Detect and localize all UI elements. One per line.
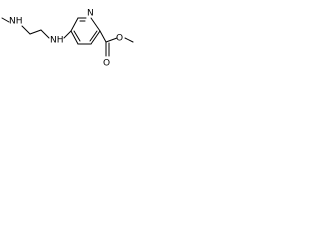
ester-group xyxy=(99,30,134,57)
ring-nitrogen-label: N xyxy=(87,9,94,19)
ring-bond-c5-c6 xyxy=(70,17,79,32)
ring-double-bond-inner-3 xyxy=(89,30,98,42)
ring-bond-n-c2 xyxy=(90,17,101,32)
bond-methyl-nh-ch3 xyxy=(1,17,10,23)
ester-oxygen-label: O xyxy=(116,34,123,44)
bond-carbonyl-c-o-single xyxy=(105,37,118,43)
ring-bond-c4-c5 xyxy=(70,30,79,45)
aminoethyl-chain xyxy=(1,17,72,39)
ring-bond-c2-c3 xyxy=(90,30,101,45)
bond-c2-carbonyl-c xyxy=(99,30,107,43)
chemical-structure: N O O NH NH xyxy=(1,9,134,69)
bond-nh-ch2 xyxy=(40,29,50,39)
bond-ester-o-methyl xyxy=(124,37,134,43)
pyridine-ring xyxy=(70,17,101,45)
carbonyl-oxygen-label: O xyxy=(103,59,110,69)
bond-ch2-methyl-nh xyxy=(21,25,31,35)
bond-c3-nh xyxy=(63,30,72,39)
methylamine-nitrogen-label: NH xyxy=(9,17,23,27)
bond-ch2-ch2 xyxy=(29,29,42,35)
ring-double-bond-inner-2 xyxy=(73,30,81,42)
amine-nitrogen-label: NH xyxy=(50,36,64,46)
